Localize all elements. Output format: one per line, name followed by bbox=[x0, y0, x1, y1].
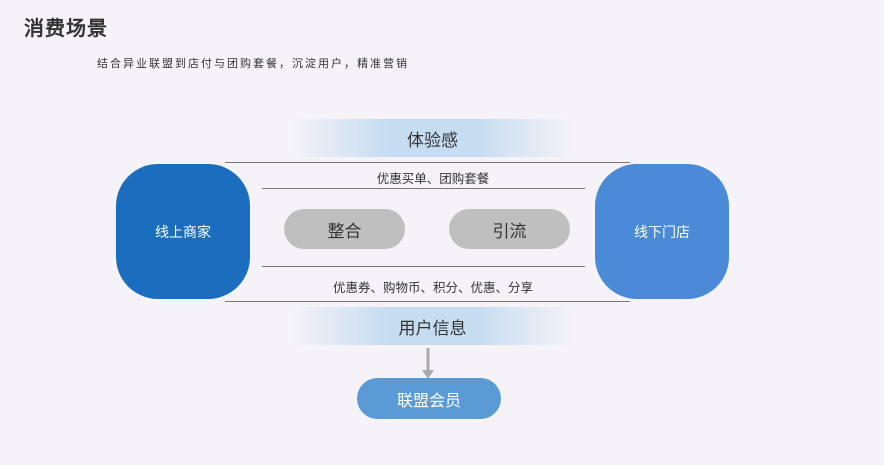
integrate-label: 整合 bbox=[327, 221, 362, 242]
top-inner-line bbox=[262, 188, 585, 189]
experience-band: 体验感 bbox=[290, 119, 575, 157]
top-detail-label: 优惠买单、团购套餐 bbox=[376, 171, 490, 186]
down-arrow-icon bbox=[422, 348, 434, 379]
online-merchant-label: 线上商家 bbox=[155, 224, 211, 241]
bottom-inner-line bbox=[262, 266, 585, 267]
traffic-pill: 引流 bbox=[449, 209, 570, 249]
top-outer-line bbox=[225, 162, 630, 163]
user-info-label: 用户信息 bbox=[398, 318, 467, 339]
offline-store-label: 线下门店 bbox=[634, 224, 690, 241]
alliance-member-node: 联盟会员 bbox=[357, 378, 501, 419]
bottom-outer-line bbox=[225, 301, 630, 302]
traffic-label: 引流 bbox=[492, 221, 527, 242]
online-merchant-node: 线上商家 bbox=[116, 164, 250, 299]
offline-store-node: 线下门店 bbox=[595, 164, 729, 299]
alliance-member-label: 联盟会员 bbox=[396, 390, 461, 410]
user-info-band: 用户信息 bbox=[290, 307, 575, 345]
bottom-detail-label: 优惠券、购物币、积分、优惠、分享 bbox=[332, 280, 533, 295]
integrate-pill: 整合 bbox=[284, 209, 405, 249]
experience-label: 体验感 bbox=[407, 130, 458, 151]
page-subtitle: 结合异业联盟到店付与团购套餐，沉淀用户，精准营销 bbox=[97, 57, 409, 70]
page-title: 消费场景 bbox=[24, 16, 108, 40]
